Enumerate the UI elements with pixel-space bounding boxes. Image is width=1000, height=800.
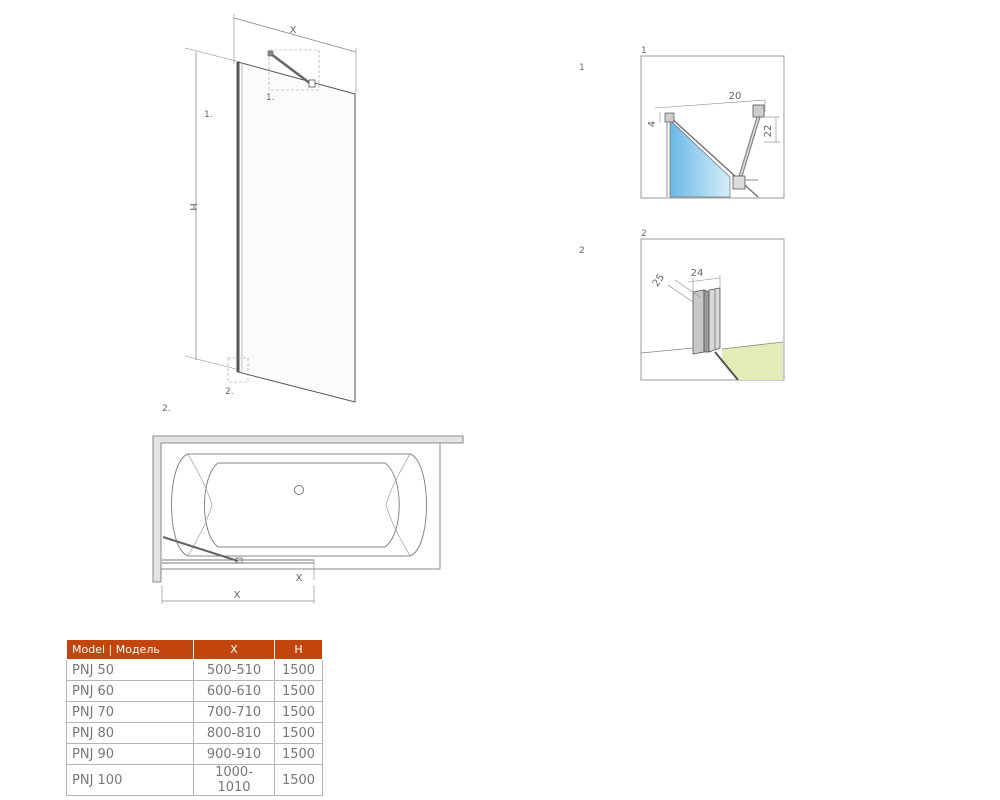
table-row: PNJ 50 500-510 1500 xyxy=(66,659,323,681)
detail-2-dim-b: 24 xyxy=(691,268,704,279)
dim-height-label: H xyxy=(187,203,198,211)
callout-1: 1. xyxy=(266,93,275,103)
cell-x: 700-710 xyxy=(193,701,275,723)
detail-1-frame-label: 1 xyxy=(641,46,647,56)
table-row: PNJ 100 1000-1010 1500 xyxy=(66,764,323,796)
plan-dim-x-bottom: X xyxy=(234,590,241,601)
detail-1-dim-b: 4 xyxy=(647,121,658,127)
cell-h: 1500 xyxy=(274,743,323,765)
cell-model: PNJ 100 xyxy=(66,764,194,796)
detail-2-floor xyxy=(722,342,783,380)
cell-model: PNJ 70 xyxy=(66,701,194,723)
detail-1: 1 1 20 4 22 xyxy=(579,46,785,199)
detail-2-frame-label: 2 xyxy=(641,229,647,239)
plan-view: 2. X X xyxy=(152,404,464,604)
table-row: PNJ 90 900-910 1500 xyxy=(66,743,323,765)
cell-x: 1000-1010 xyxy=(193,764,275,796)
col-header-x: X xyxy=(193,639,275,660)
front-view: X H 1. 1. 2. xyxy=(184,14,357,403)
cell-model: PNJ 60 xyxy=(66,680,194,702)
col-header-model: Model | Модель xyxy=(66,639,194,660)
detail-2-side-label: 2 xyxy=(579,246,585,256)
plan-dim-x-inner: X xyxy=(296,573,303,584)
detail-1-glass xyxy=(669,119,731,198)
cell-h: 1500 xyxy=(274,764,323,796)
col-header-h: H xyxy=(274,639,323,660)
detail-1-side-label: 1 xyxy=(579,63,585,73)
plan-section-label: 2. xyxy=(162,404,171,414)
spec-table: Model | Модель X H PNJ 50 500-510 1500 P… xyxy=(66,639,323,796)
callout-2: 2. xyxy=(225,387,234,397)
detail-2: 2 2 25 24 xyxy=(579,229,785,381)
cell-h: 1500 xyxy=(274,701,323,723)
cell-model: PNJ 50 xyxy=(66,659,194,681)
table-row: PNJ 80 800-810 1500 xyxy=(66,722,323,744)
detail-1-dim-a: 20 xyxy=(729,91,742,102)
cell-x: 900-910 xyxy=(193,743,275,765)
table-row: PNJ 60 600-610 1500 xyxy=(66,680,323,702)
cell-x: 500-510 xyxy=(193,659,275,681)
cell-model: PNJ 90 xyxy=(66,743,194,765)
table-row: PNJ 70 700-710 1500 xyxy=(66,701,323,723)
cell-x: 600-610 xyxy=(193,680,275,702)
cell-h: 1500 xyxy=(274,722,323,744)
cell-model: PNJ 80 xyxy=(66,722,194,744)
spec-table-header: Model | Модель X H xyxy=(66,639,323,660)
callout-1-side: 1. xyxy=(204,110,213,120)
detail-1-dim-c: 22 xyxy=(763,125,774,138)
cell-x: 800-810 xyxy=(193,722,275,744)
cell-h: 1500 xyxy=(274,680,323,702)
cell-h: 1500 xyxy=(274,659,323,681)
dim-width-label: X xyxy=(290,25,297,36)
